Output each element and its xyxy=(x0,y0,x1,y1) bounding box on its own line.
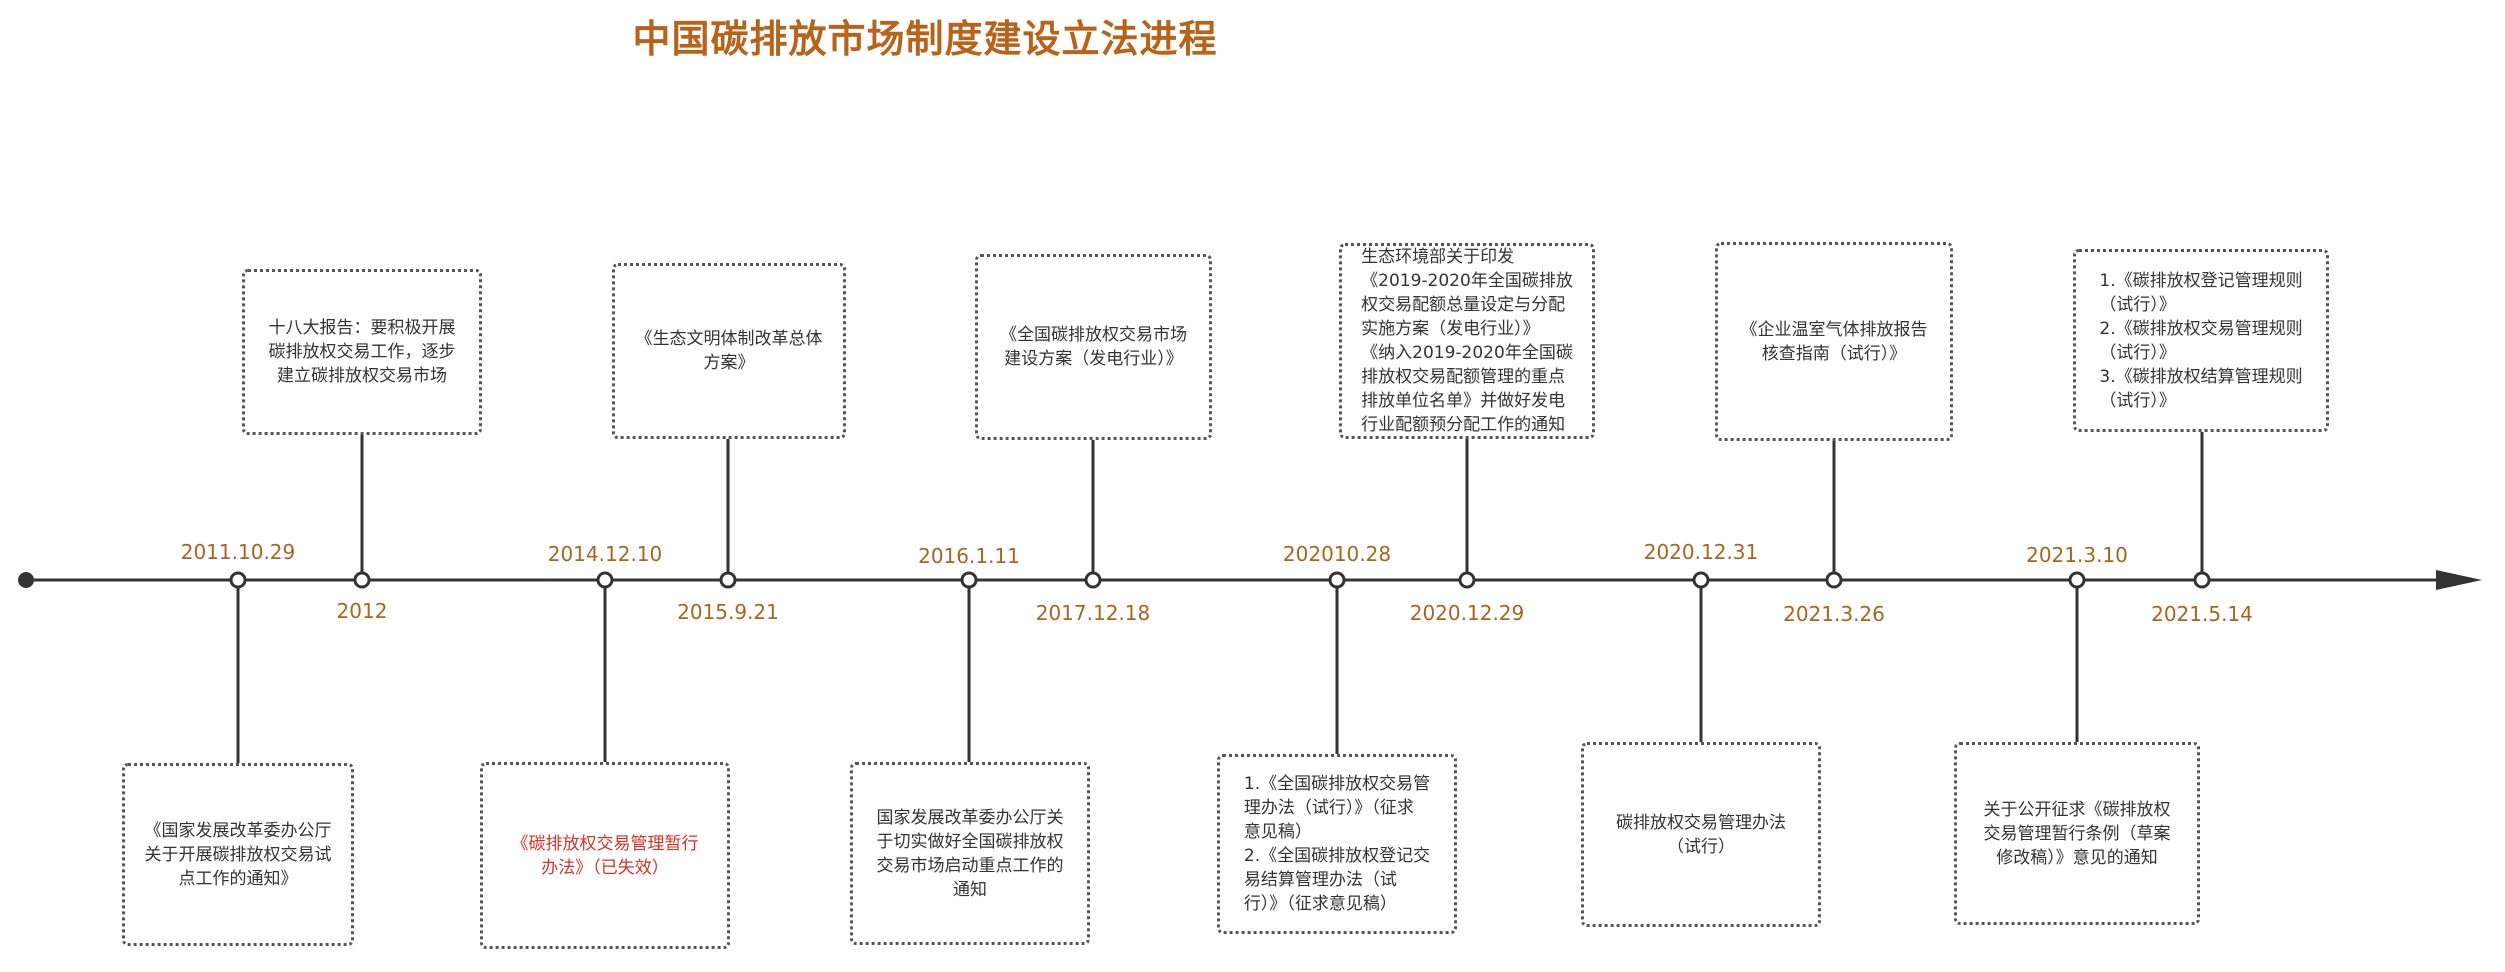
event-node xyxy=(2068,571,2086,589)
event-text: 生态环境部关于印发 《2019-2020年全国碳排放 权交易配额总量设定与分配 … xyxy=(1361,247,1573,435)
event-box: 关于公开征求《碳排放权 交易管理暂行条例（草案 修改稿）》意见的通知 xyxy=(1954,742,2200,925)
event-date-label: 2011.10.29 xyxy=(180,540,296,564)
event-text: 《企业温室气体排放报告 核查指南（试行）》 xyxy=(1740,319,1928,364)
event-node xyxy=(353,571,371,589)
event-text: 《国家发展改革委办公厅 关于开展碳排放权交易试 点工作的通知》 xyxy=(144,820,332,889)
event-box: 《碳排放权交易管理暂行 办法》（已失效） xyxy=(480,762,730,949)
event-date-label: 202010.28 xyxy=(1282,542,1392,566)
event-date-label: 2021.5.14 xyxy=(2151,602,2253,626)
event-box: 《企业温室气体排放报告 核查指南（试行）》 xyxy=(1715,242,1953,441)
event-box: 十八大报告：要积极开展 碳排放权交易工作，逐步 建立碳排放权交易市场 xyxy=(242,269,482,435)
event-date-label: 2012 xyxy=(336,599,388,623)
event-text: 《生态文明体制改革总体 方案》 xyxy=(635,329,823,373)
event-date-label: 2015.9.21 xyxy=(677,600,779,624)
event-node xyxy=(719,571,737,589)
event-text: 《全国碳排放权交易市场 建设方案（发电行业）》 xyxy=(1000,325,1187,369)
event-date-label: 2020.12.31 xyxy=(1643,540,1759,564)
event-text: 1.《全国碳排放权交易管 理办法（试行）》（征求 意见稿） 2.《全国碳排放权登… xyxy=(1243,774,1431,914)
event-node xyxy=(1084,571,1102,589)
event-node xyxy=(229,571,247,589)
event-date-label: 2021.3.10 xyxy=(2026,543,2128,567)
diagram-title: 中国碳排放市场制度建设立法进程 xyxy=(632,17,1218,61)
event-node xyxy=(1458,571,1476,589)
event-node xyxy=(1825,571,1843,589)
event-node xyxy=(596,571,614,589)
event-date-label: 2014.12.10 xyxy=(547,542,663,566)
event-text: 关于公开征求《碳排放权 交易管理暂行条例（草案 修改稿）》意见的通知 xyxy=(1983,799,2171,868)
event-node xyxy=(960,571,978,589)
event-date-label: 2016.1.11 xyxy=(918,544,1020,568)
event-node xyxy=(2193,571,2211,589)
event-text: 国家发展改革委办公厅关 于切实做好全国碳排放权 交易市场启动重点工作的 通知 xyxy=(876,807,1064,900)
event-box: 1.《碳排放权登记管理规则 （试行）》 2.《碳排放权交易管理规则 （试行）》 … xyxy=(2073,249,2329,432)
event-date-label: 2020.12.29 xyxy=(1409,601,1525,625)
event-box: 生态环境部关于印发 《2019-2020年全国碳排放 权交易配额总量设定与分配 … xyxy=(1339,243,1595,439)
timeline-arrow-head xyxy=(2436,570,2482,590)
event-box: 《生态文明体制改革总体 方案》 xyxy=(612,263,846,439)
event-node xyxy=(1328,571,1346,589)
event-text: 十八大报告：要积极开展 碳排放权交易工作，逐步 建立碳排放权交易市场 xyxy=(268,318,456,386)
event-box: 碳排放权交易管理办法 （试行） xyxy=(1581,742,1821,927)
event-box: 《国家发展改革委办公厅 关于开展碳排放权交易试 点工作的通知》 xyxy=(122,763,354,946)
event-box: 1.《全国碳排放权交易管 理办法（试行）》（征求 意见稿） 2.《全国碳排放权登… xyxy=(1217,754,1457,934)
event-text: 《碳排放权交易管理暂行 办法》（已失效） xyxy=(511,833,699,878)
event-box: 国家发展改革委办公厅关 于切实做好全国碳排放权 交易市场启动重点工作的 通知 xyxy=(850,762,1090,945)
event-date-label: 2021.3.26 xyxy=(1783,602,1885,626)
event-box: 《全国碳排放权交易市场 建设方案（发电行业）》 xyxy=(975,254,1212,440)
event-text: 碳排放权交易管理办法 （试行） xyxy=(1616,812,1786,857)
event-text: 1.《碳排放权登记管理规则 （试行）》 2.《碳排放权交易管理规则 （试行）》 … xyxy=(2099,270,2303,411)
event-node xyxy=(1692,571,1710,589)
event-date-label: 2017.12.18 xyxy=(1035,601,1151,625)
timeline-start-dot xyxy=(18,572,34,588)
